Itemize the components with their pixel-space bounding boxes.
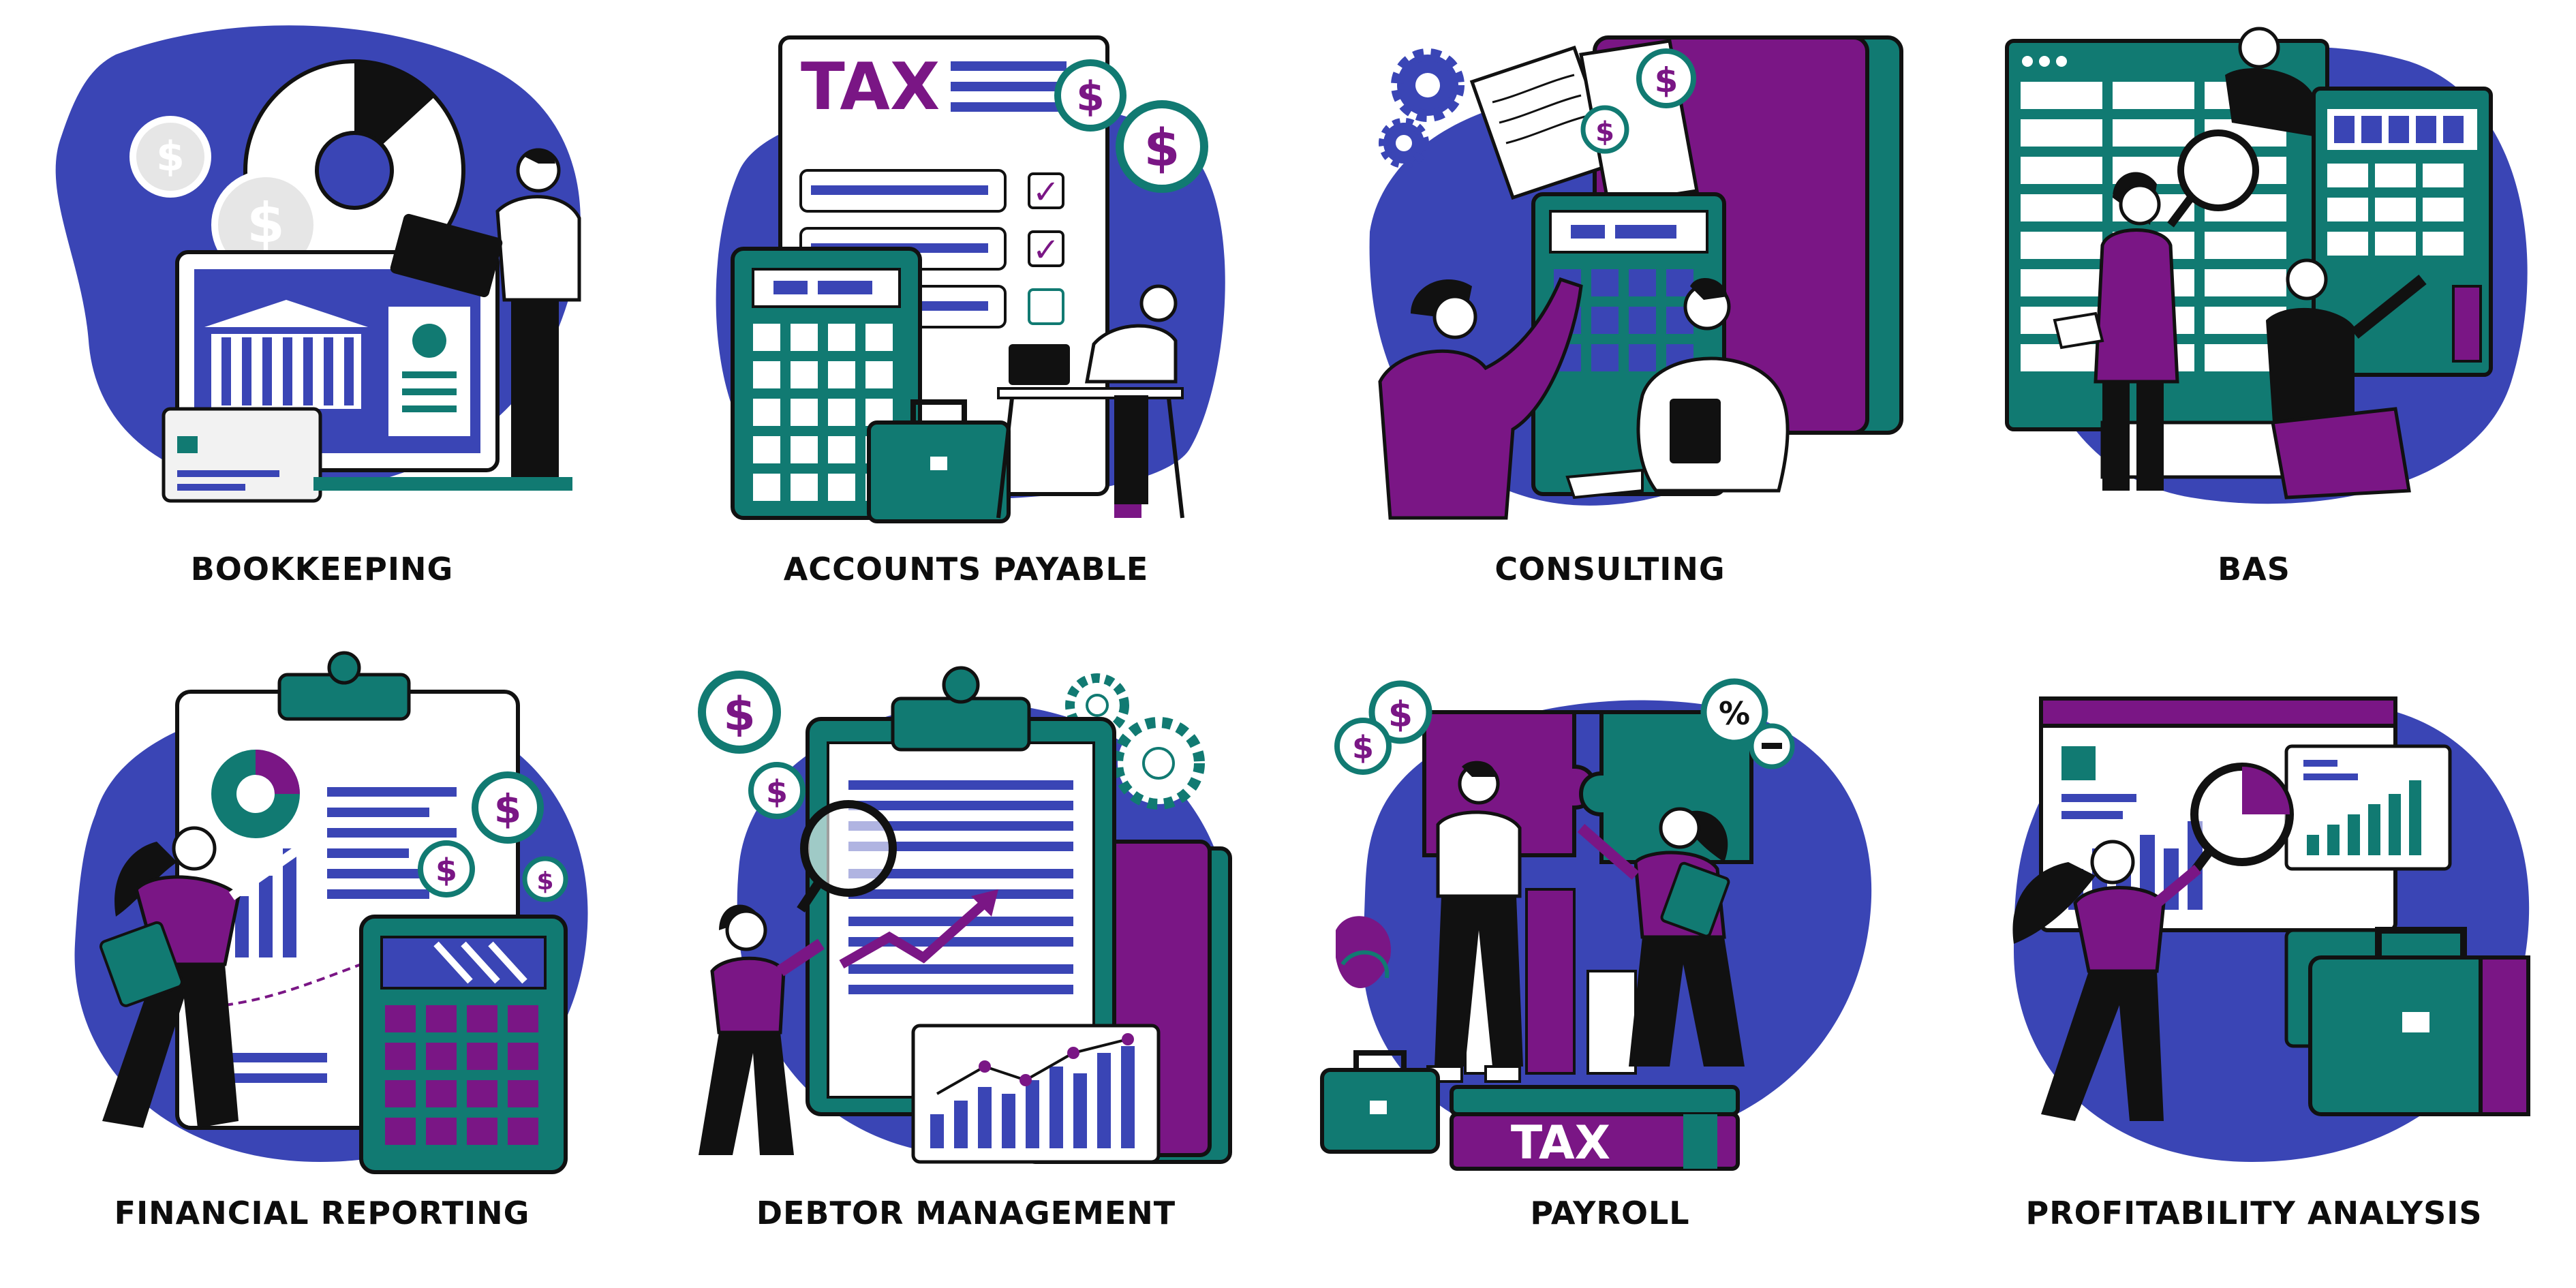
briefcase-icon: [1320, 1050, 1440, 1154]
dollar-coin-icon: $: [1334, 718, 1392, 775]
tile-profitability-analysis: PROFITABILITY ANALYSIS: [1932, 644, 2576, 1288]
svg-text:$: $: [766, 773, 788, 810]
svg-text:$: $: [1144, 117, 1180, 178]
bar-chart-card: [911, 1024, 1161, 1164]
dollar-coin-icon: $: [748, 762, 806, 819]
svg-text:$: $: [1388, 694, 1413, 735]
person-woman: [2053, 172, 2179, 491]
svg-text:$: $: [247, 191, 285, 255]
dollar-coin-icon: $: [1580, 105, 1629, 154]
check-icon: ✓: [1032, 173, 1060, 211]
bookkeeping-illustration: $ $: [55, 25, 581, 503]
svg-text:$: $: [1595, 117, 1614, 148]
dollar-coin-icon: $: [698, 671, 781, 754]
person-man-kneeling: [2266, 258, 2427, 500]
person-woman: [2012, 840, 2202, 1121]
tile-financial-reporting: $ $ $: [0, 644, 644, 1288]
tax-heading: TAX: [801, 50, 940, 125]
financial-reporting-illustration: $ $ $: [74, 651, 588, 1174]
dollar-coin-icon: $: [522, 856, 568, 902]
profitability-analysis-illustration: [2012, 696, 2530, 1162]
svg-text:$: $: [1352, 729, 1374, 766]
briefcase-icon: [2308, 927, 2530, 1116]
tile-consulting: $ $: [1288, 0, 1932, 644]
coin-icon: $: [129, 116, 211, 198]
magnifier-icon: [797, 800, 897, 913]
tile-bookkeeping: $ $: [0, 0, 644, 644]
tile-payroll: $ $ %: [1288, 644, 1932, 1288]
spreadsheet-window: [2312, 87, 2493, 377]
tile-title: DEBTOR MANAGEMENT: [756, 1195, 1176, 1231]
accounts-payable-illustration: TAX ✓ ✓ $ $: [716, 35, 1225, 523]
tax-book: TAX: [1450, 1085, 1740, 1171]
consulting-illustration: $ $: [1369, 35, 1903, 520]
donut-chart-icon: [211, 750, 300, 838]
svg-text:$: $: [494, 786, 521, 832]
person-at-desk: [996, 284, 1184, 519]
svg-text:$: $: [435, 852, 457, 889]
person-woman: [1577, 807, 1745, 1067]
briefcase-icon: [867, 399, 1011, 523]
person-woman: [99, 826, 303, 1128]
tile-title: BOOKKEEPING: [190, 551, 454, 587]
calculator-icon: [359, 915, 568, 1174]
svg-text:$: $: [536, 868, 553, 895]
gear-icon: [1379, 118, 1429, 168]
svg-text:$: $: [723, 688, 755, 741]
svg-text:$: $: [1076, 73, 1105, 121]
dollar-coin-icon: $: [1054, 59, 1126, 132]
person-man-top: [2225, 27, 2314, 136]
tile-debtor-management: $ $: [644, 644, 1288, 1288]
magnifier-icon: [2187, 763, 2294, 879]
dollar-coin-icon: $: [1116, 100, 1208, 193]
bar-chart-card: [2284, 744, 2452, 871]
tile-title: BAS: [2218, 551, 2290, 587]
dollar-coin-icon: $: [472, 771, 544, 844]
person-woman: [1378, 277, 1583, 520]
tile-title: ACCOUNTS PAYABLE: [783, 551, 1149, 587]
check-icon: ✓: [1032, 231, 1060, 269]
tile-bas: BAS: [1932, 0, 2576, 644]
tile-title: CONSULTING: [1494, 551, 1726, 587]
bas-illustration: [2005, 27, 2528, 504]
svg-text:$: $: [156, 133, 185, 181]
dollar-coin-icon: $: [1636, 48, 1696, 108]
gear-icon: [1112, 717, 1205, 810]
tile-accounts-payable: TAX ✓ ✓ $ $: [644, 0, 1288, 644]
tile-title: PAYROLL: [1530, 1195, 1690, 1231]
payroll-illustration: $ $ %: [1320, 678, 1872, 1171]
svg-text:TAX: TAX: [1511, 1116, 1610, 1170]
gear-icon: [1391, 48, 1465, 122]
magnifier-icon: [2167, 129, 2259, 228]
person-man: [1565, 278, 1790, 500]
bank-icon: [204, 300, 368, 409]
person-figure: [390, 148, 581, 491]
dollar-coin-icon: $: [418, 840, 475, 898]
svg-text:$: $: [1655, 61, 1678, 100]
person-woman: [699, 904, 825, 1155]
tile-title: FINANCIAL REPORTING: [114, 1195, 530, 1231]
dollar-coin-icon: $: [1368, 680, 1432, 744]
tile-title: PROFITABILITY ANALYSIS: [2025, 1195, 2483, 1231]
percent-badge-icon: %: [1700, 678, 1795, 769]
svg-text:%: %: [1719, 695, 1750, 732]
debtor-management-illustration: $ $: [698, 666, 1232, 1164]
person-man: [1426, 761, 1523, 1083]
